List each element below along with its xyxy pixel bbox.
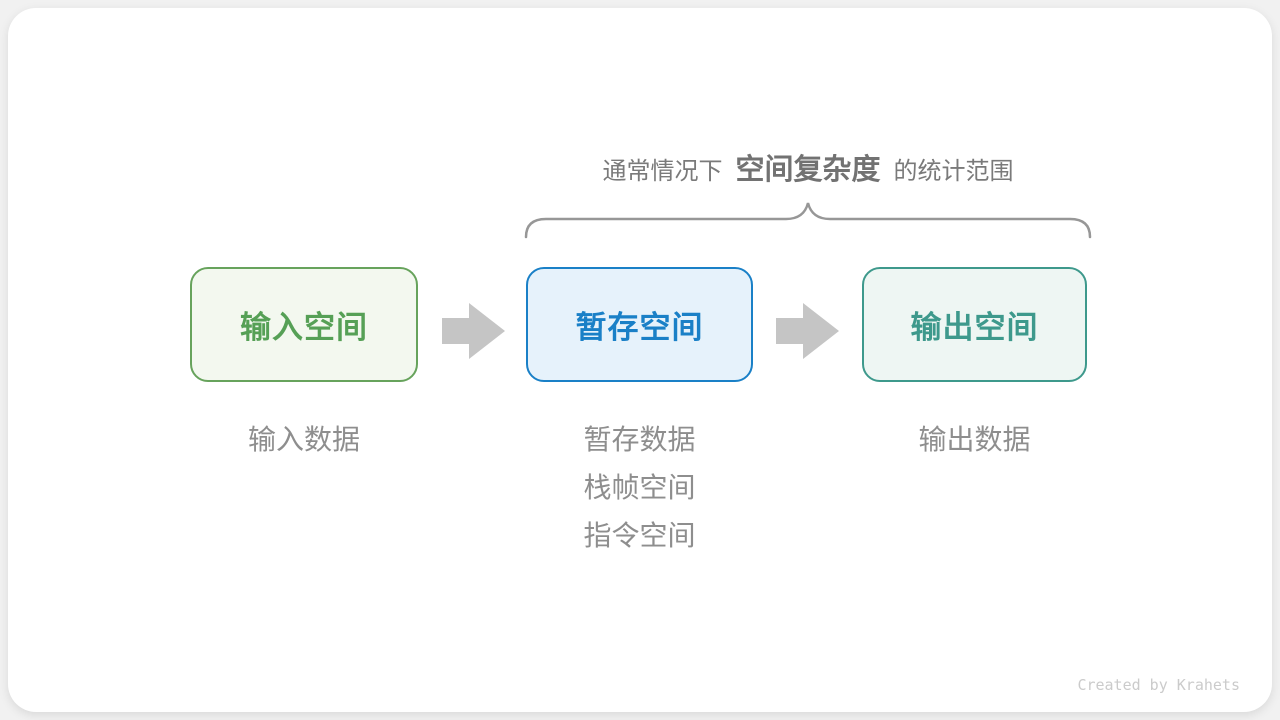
right-arrow-icon [442, 303, 505, 359]
title-prefix: 通常情况下 [602, 158, 723, 185]
temporary-space-box: 暂存空间 [526, 267, 753, 382]
output-space-caption: 输出数据 [862, 416, 1087, 464]
title-highlight: 空间复杂度 [735, 154, 881, 186]
caption-line: 暂存数据 [583, 424, 696, 455]
caption-line: 指令空间 [583, 520, 696, 551]
input-space-caption: 输入数据 [190, 416, 418, 464]
right-arrow-icon [776, 303, 839, 359]
input-space-label: 输入空间 [240, 310, 368, 345]
output-space-box: 输出空间 [862, 267, 1087, 382]
caption-line: 栈帧空间 [583, 472, 696, 503]
credit-text: Created by Krahets [1077, 676, 1240, 694]
input-space-box: 输入空间 [190, 267, 418, 382]
output-space-label: 输出空间 [910, 310, 1039, 345]
diagram-title: 通常情况下 空间复杂度 的统计范围 [450, 146, 1166, 186]
temporary-space-caption: 暂存数据 栈帧空间 指令空间 [526, 416, 753, 560]
temporary-space-label: 暂存空间 [575, 310, 704, 345]
horizontal-brace-icon [524, 202, 1092, 239]
title-suffix: 的统计范围 [893, 158, 1014, 185]
caption-line: 输入数据 [247, 424, 360, 455]
caption-line: 输出数据 [918, 424, 1031, 455]
